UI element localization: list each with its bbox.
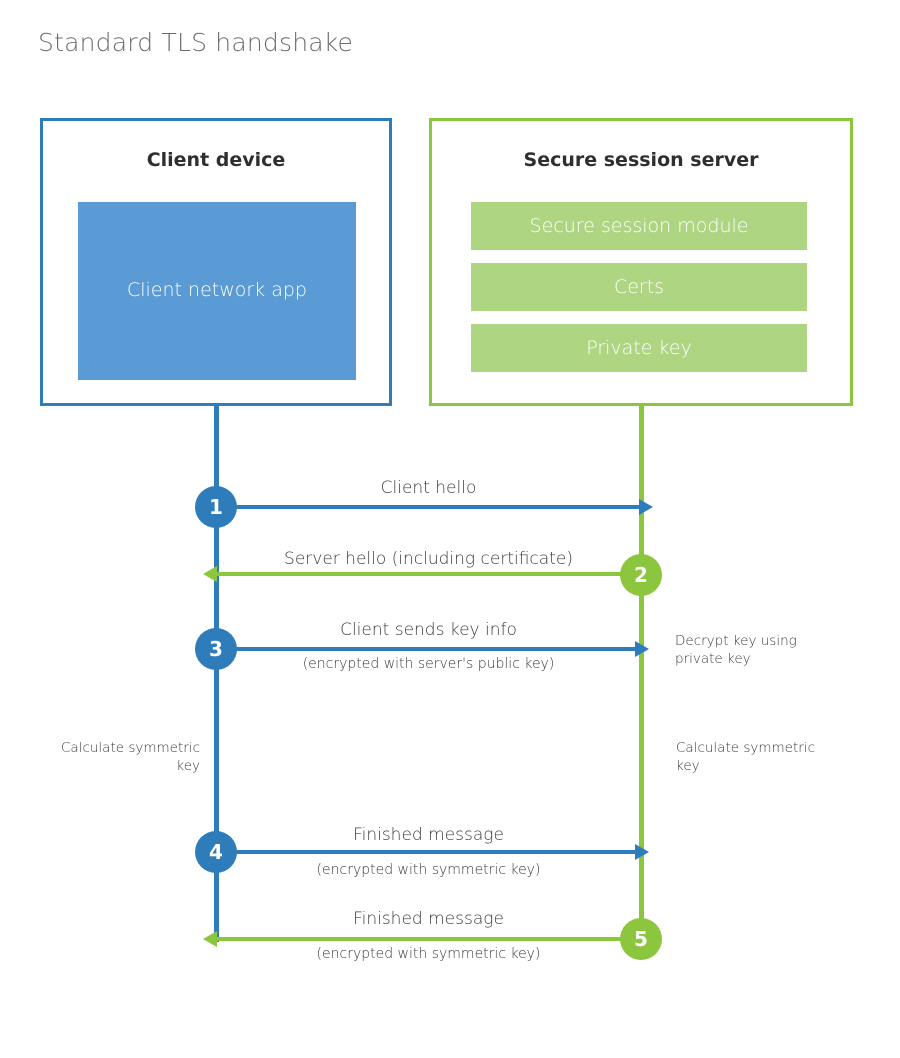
step-3-sublabel: (encrypted with server's public key) (302, 656, 555, 672)
server-module-list: Secure session module Certs Private key (471, 202, 807, 372)
step-5-number: 5 (620, 918, 662, 960)
page-title: Standard TLS handshake (38, 28, 354, 57)
step-1-number: 1 (195, 486, 237, 528)
secure-session-server-title: Secure session server (523, 149, 759, 171)
step-2-label: Server hello (including certificate) (284, 549, 573, 569)
arrowhead-right-icon (635, 641, 649, 657)
arrowhead-left-icon (203, 931, 217, 947)
arrowhead-right-icon (635, 844, 649, 860)
note-client-calculate-symmetric-key: Calculate symmetric key (61, 740, 200, 775)
step-5-arrow (203, 931, 640, 947)
client-lifeline (214, 403, 219, 942)
step-5-sublabel: (encrypted with symmetric key) (316, 946, 541, 962)
step-2-number: 2 (620, 554, 662, 596)
step-4-arrow (216, 844, 649, 860)
step-3-arrow (216, 641, 649, 657)
server-module-secure-session-module: Secure session module (471, 202, 807, 250)
arrowhead-right-icon (639, 499, 653, 515)
step-4-sublabel: (encrypted with symmetric key) (316, 862, 541, 878)
note-server-calculate-symmetric-key: Calculate symmetric key (676, 740, 815, 775)
secure-session-server-box: Secure session server Secure session mod… (429, 118, 853, 406)
server-module-certs: Certs (471, 263, 807, 311)
client-device-title: Client device (146, 149, 286, 171)
step-5-label: Finished message (353, 909, 504, 929)
step-1-arrow (216, 499, 653, 515)
step-1-label: Client hello (380, 478, 477, 498)
client-device-box: Client device Client network app (40, 118, 392, 406)
step-4-number: 4 (195, 831, 237, 873)
step-3-number: 3 (195, 628, 237, 670)
server-lifeline (639, 403, 644, 942)
note-decrypt-key: Decrypt key using private key (675, 633, 797, 668)
step-4-label: Finished message (353, 825, 504, 845)
server-module-private-key: Private key (471, 324, 807, 372)
arrowhead-left-icon (203, 566, 217, 582)
client-network-app-block: Client network app (78, 202, 356, 380)
step-3-label: Client sends key info (340, 620, 517, 640)
step-2-arrow (203, 566, 640, 582)
